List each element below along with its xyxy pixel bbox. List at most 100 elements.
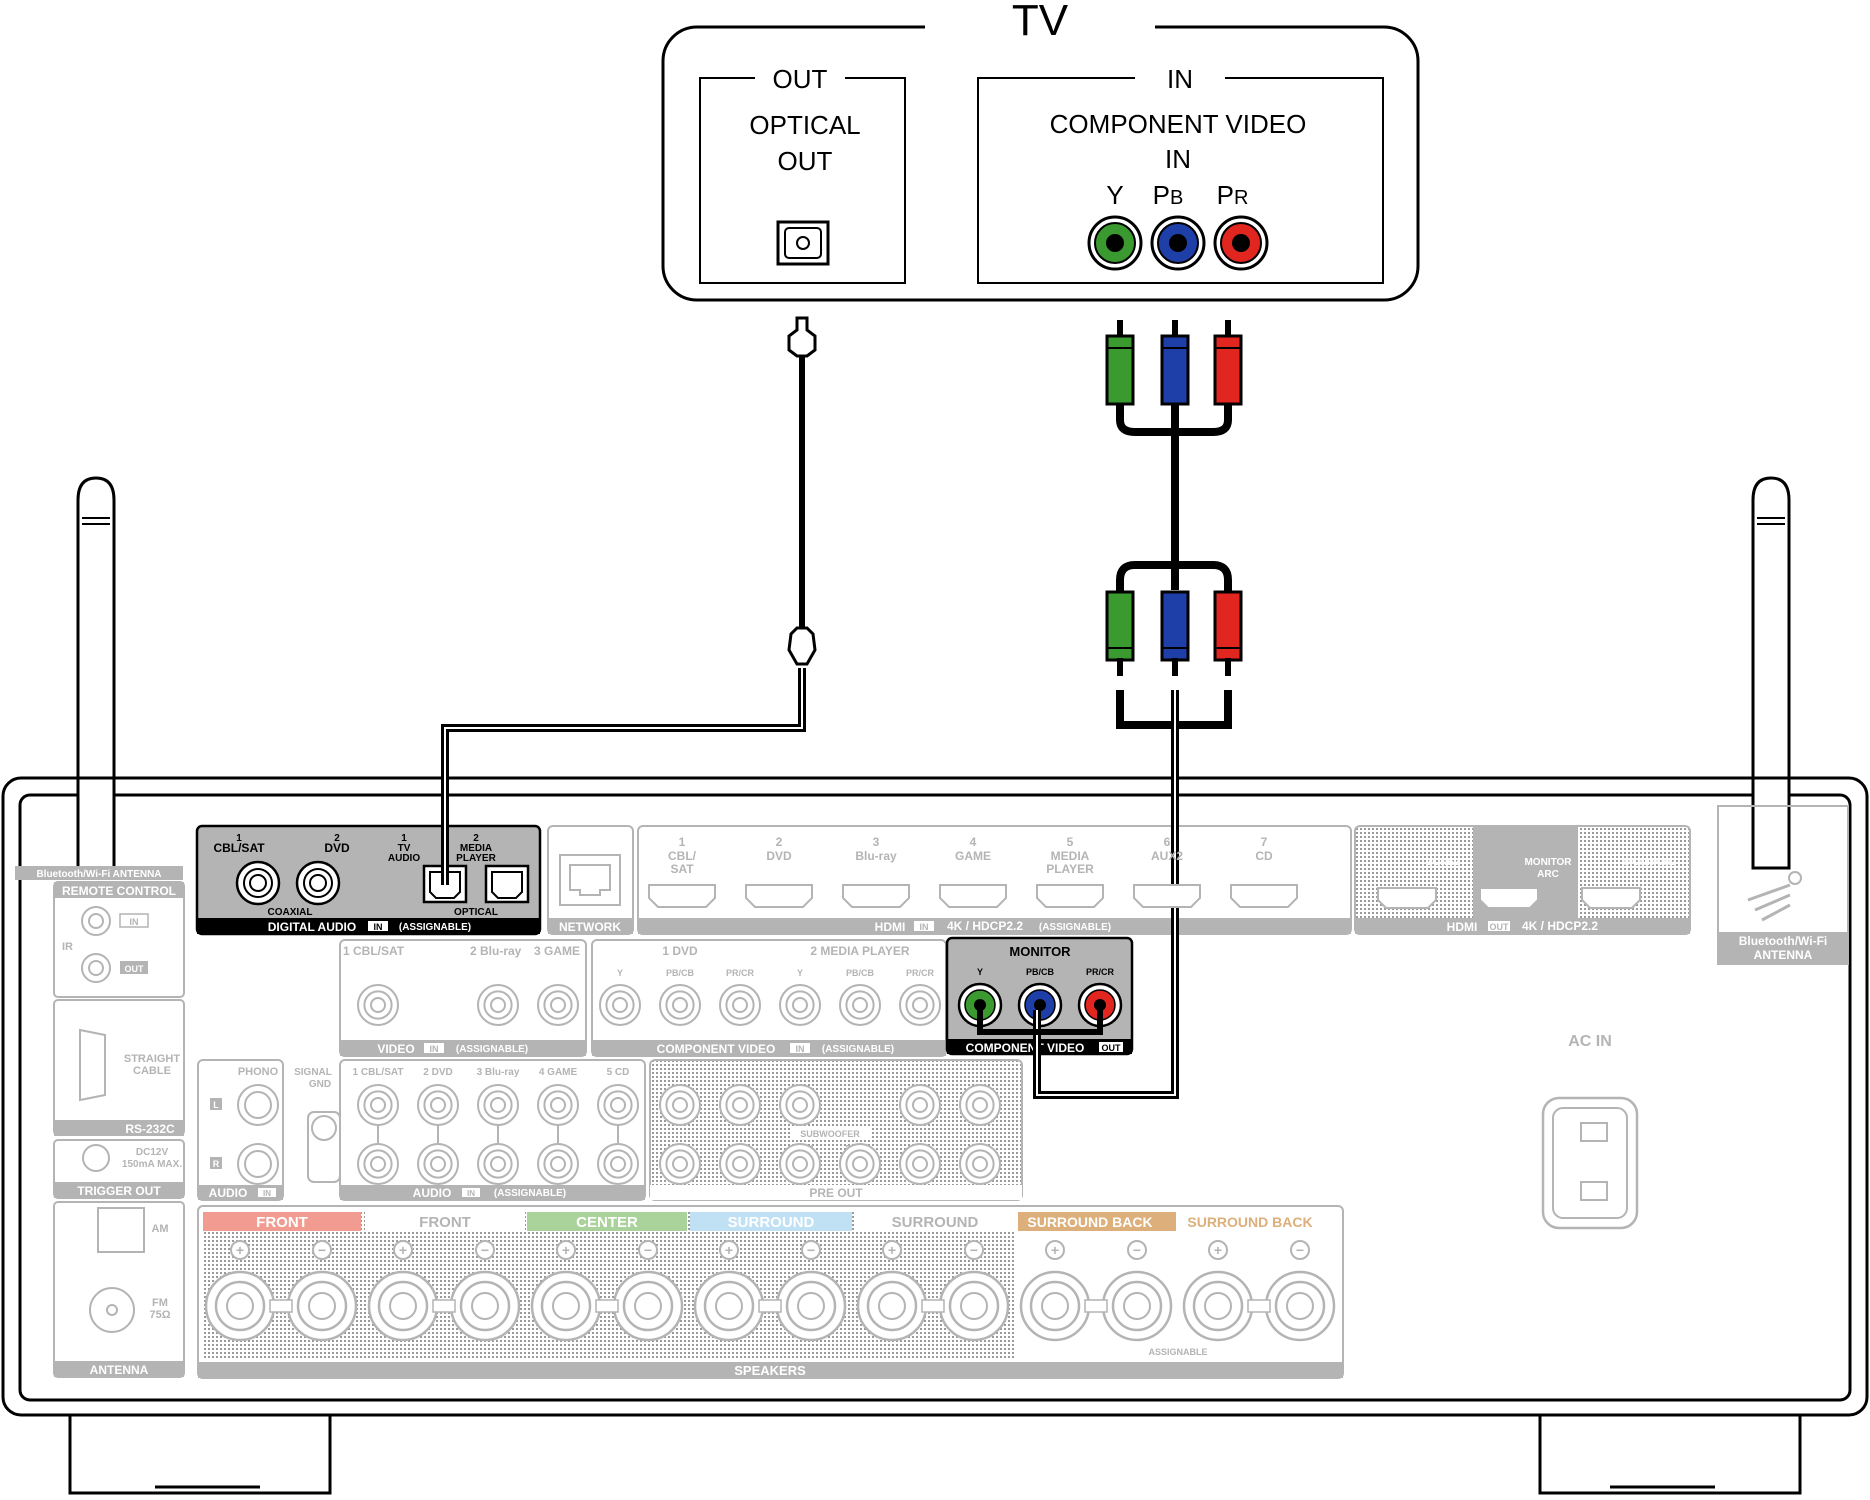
hdmi-port-icon bbox=[842, 884, 910, 908]
svg-text:MONITOR: MONITOR bbox=[1524, 857, 1572, 868]
pre-out-jacks bbox=[659, 1084, 1001, 1185]
svg-text:CENTER: CENTER bbox=[576, 1214, 638, 1231]
svg-text:AM: AM bbox=[151, 1223, 168, 1235]
hdmi-port-icon bbox=[1036, 884, 1104, 908]
antenna-right-icon bbox=[1751, 476, 1791, 862]
svg-text:75Ω: 75Ω bbox=[149, 1309, 170, 1321]
pre-out-top-jack-1-icon bbox=[659, 1084, 701, 1126]
pre-out-top-jack-5-icon bbox=[959, 1084, 1001, 1126]
hdmi-in-number-1: 1 bbox=[679, 835, 686, 849]
speaker-link bbox=[921, 1299, 945, 1313]
svg-text:3 GAME: 3 GAME bbox=[534, 944, 580, 958]
audio-in-jack-r-icon bbox=[537, 1143, 579, 1185]
svg-text:PB/CB: PB/CB bbox=[666, 968, 695, 978]
svg-text:VIDEO: VIDEO bbox=[377, 1042, 414, 1056]
svg-text:IN: IN bbox=[467, 1189, 475, 1198]
svg-text:AUDIO: AUDIO bbox=[388, 853, 420, 864]
audio-in-label-2: 2 DVD bbox=[423, 1067, 452, 1078]
front-r-header bbox=[203, 1212, 361, 1231]
svg-text:OPTICAL: OPTICAL bbox=[454, 907, 498, 918]
front-l-header bbox=[365, 1212, 525, 1231]
svg-text:PR/CR: PR/CR bbox=[1086, 967, 1115, 977]
speaker-terminal-minus-icon: − bbox=[1264, 1240, 1336, 1342]
svg-text:(ASSIGNABLE): (ASSIGNABLE) bbox=[456, 1044, 528, 1055]
svg-text:4K / HDCP2.2: 4K / HDCP2.2 bbox=[1522, 919, 1598, 933]
audio-in-jack-r-icon bbox=[597, 1143, 639, 1185]
svg-text:SURROUND BACK: SURROUND BACK bbox=[1027, 1214, 1152, 1230]
speaker-terminal-plus-icon: + bbox=[693, 1240, 765, 1342]
hdmi-in-number-6: 6 bbox=[1164, 835, 1171, 849]
component-in-jack-2-icon bbox=[659, 984, 701, 1026]
hdmi-port-icon bbox=[648, 884, 716, 908]
tv-pr-sub: R bbox=[1234, 187, 1248, 209]
plug-top-pr-icon bbox=[1213, 320, 1243, 406]
speaker-polarity-minus: − bbox=[807, 1242, 815, 1258]
bt-antenna-label-left: Bluetooth/Wi-Fi ANTENNA bbox=[15, 866, 183, 880]
svg-text:CABLE: CABLE bbox=[133, 1065, 171, 1077]
svg-text:SPEAKERS: SPEAKERS bbox=[734, 1363, 806, 1378]
svg-text:Y: Y bbox=[977, 967, 983, 977]
svg-text:SURROUND: SURROUND bbox=[728, 1214, 815, 1231]
component-in-jack-3-icon bbox=[719, 984, 761, 1026]
svg-text:Y: Y bbox=[617, 968, 623, 978]
video-in-jack-2-icon bbox=[477, 984, 519, 1026]
speaker-terminal-minus-icon: − bbox=[449, 1240, 521, 1342]
pre-out-bottom-jack-2-icon bbox=[719, 1143, 761, 1185]
svg-text:FM: FM bbox=[152, 1297, 168, 1309]
speaker-terminal-minus-icon: − bbox=[612, 1240, 684, 1342]
speaker-terminal-minus-icon: − bbox=[286, 1240, 358, 1342]
svg-text:PR/CR: PR/CR bbox=[726, 968, 755, 978]
audio-in-jack-l-icon bbox=[417, 1084, 459, 1126]
svg-text:PHONO: PHONO bbox=[238, 1066, 279, 1078]
hdmi-in-number-2: 2 bbox=[776, 835, 783, 849]
speaker-polarity-minus: − bbox=[970, 1242, 978, 1258]
svg-text:ANTENNA: ANTENNA bbox=[90, 1363, 149, 1377]
audio-in-jack-r-icon bbox=[417, 1143, 459, 1185]
hdmi-in-label-6: AUX2 bbox=[1151, 849, 1183, 863]
video-in-jack-1-icon bbox=[357, 984, 399, 1026]
hdmi-port-icon bbox=[745, 884, 813, 908]
coaxial-jack-2-icon bbox=[295, 860, 341, 906]
tv-optical-port-icon bbox=[776, 220, 830, 266]
svg-text:PLAYER: PLAYER bbox=[456, 853, 496, 864]
rs232c-panel: STRAIGHT CABLE RS-232C bbox=[53, 999, 185, 1136]
svg-text:PB/CB: PB/CB bbox=[1026, 967, 1055, 977]
svg-text:(ASSIGNABLE): (ASSIGNABLE) bbox=[822, 1044, 894, 1055]
svg-text:REMOTE CONTROL: REMOTE CONTROL bbox=[62, 884, 176, 898]
svg-text:COMPONENT VIDEO: COMPONENT VIDEO bbox=[966, 1041, 1085, 1055]
audio-in-jack-l-icon bbox=[537, 1084, 579, 1126]
svg-text:ZONE2: ZONE2 bbox=[1426, 857, 1460, 868]
speaker-polarity-plus: + bbox=[888, 1242, 896, 1258]
svg-text:4K / HDCP2.2: 4K / HDCP2.2 bbox=[947, 919, 1023, 933]
svg-text:PR/CR: PR/CR bbox=[906, 968, 935, 978]
svg-text:150mA MAX.: 150mA MAX. bbox=[122, 1159, 182, 1170]
speaker-polarity-plus: + bbox=[1214, 1242, 1222, 1258]
pre-out-bottom-jack-3-icon bbox=[779, 1143, 821, 1185]
tv-optical-label-1: OPTICAL bbox=[749, 110, 860, 140]
pre-out-top-jack-2-icon bbox=[719, 1084, 761, 1126]
optical-cable bbox=[441, 316, 817, 885]
hdmi-port-icon bbox=[1230, 884, 1298, 908]
speaker-link bbox=[269, 1299, 293, 1313]
svg-text:MEDIA: MEDIA bbox=[460, 843, 492, 854]
speaker-terminals: +−+−+−+−+−+−+− bbox=[204, 1240, 1336, 1342]
remote-control-panel: REMOTE CONTROL IR IN OUT bbox=[53, 881, 185, 998]
surround-l-header bbox=[855, 1212, 1015, 1231]
phono-panel: PHONO L R AUDIO IN bbox=[197, 1059, 284, 1201]
svg-text:IR: IR bbox=[62, 941, 73, 953]
svg-text:SUBWOOFER: SUBWOOFER bbox=[800, 1129, 860, 1139]
svg-text:MONITOR2: MONITOR2 bbox=[1624, 857, 1677, 868]
hdmi-in-label2-1: SAT bbox=[670, 862, 694, 876]
tv-jack-pr-icon bbox=[1213, 215, 1269, 271]
component-in-jack-6-icon bbox=[899, 984, 941, 1026]
video-in-jack-3-icon bbox=[537, 984, 579, 1026]
tv-pr-label: P bbox=[1217, 180, 1234, 210]
svg-text:AUDIO: AUDIO bbox=[413, 1186, 452, 1200]
svg-text:IN: IN bbox=[263, 1189, 271, 1198]
tv-y-label: Y bbox=[1106, 180, 1123, 210]
speaker-terminal-plus-icon: + bbox=[1182, 1240, 1254, 1342]
svg-text:2 Blu-ray: 2 Blu-ray bbox=[470, 944, 522, 958]
svg-text:IN: IN bbox=[920, 922, 929, 932]
tv-component-label-2: IN bbox=[1165, 144, 1191, 174]
